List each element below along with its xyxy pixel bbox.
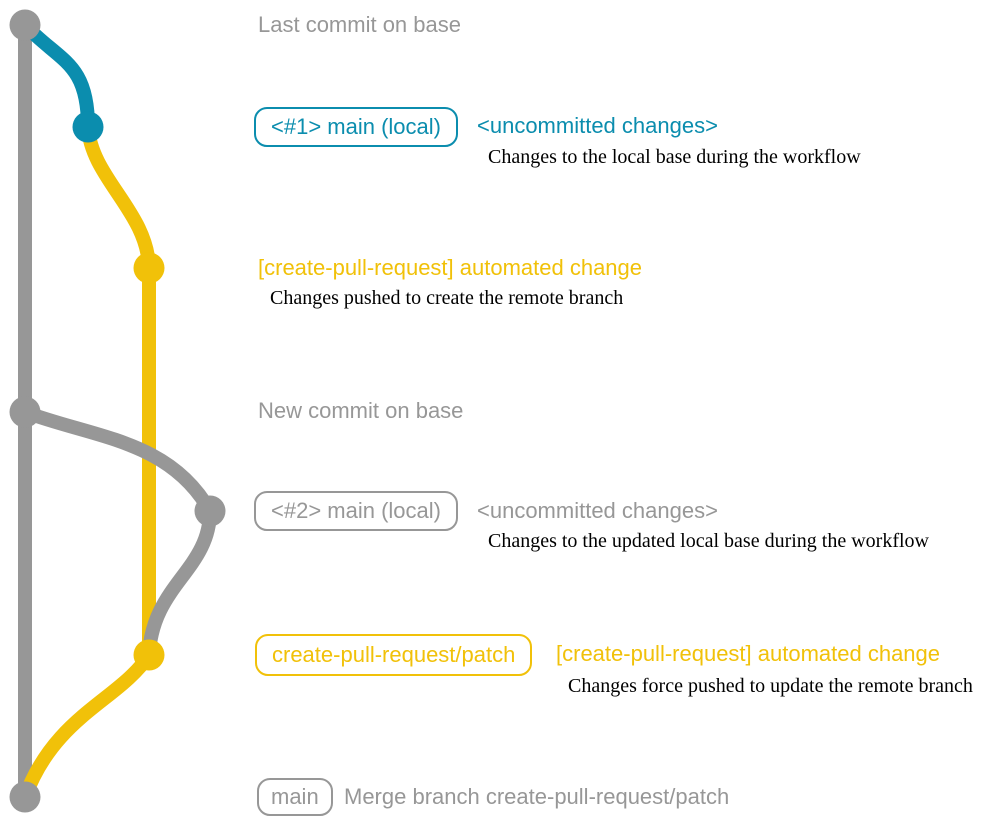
commit-message-automated-2: [create-pull-request] automated change (556, 640, 941, 666)
commit-dot-base-2 (9, 396, 41, 428)
note-force-pushed: Changes force pushed to update the remot… (568, 675, 973, 697)
commit-message-merge: Merge branch create-pull-request/patch (344, 783, 730, 809)
branch-label-patch-text: create-pull-request/patch (272, 642, 516, 667)
branch-label-main-text: main (271, 784, 319, 809)
rebase-curve (142, 510, 217, 656)
commit-message-new-base: New commit on base (258, 397, 464, 423)
note-local-base: Changes to the local base during the wor… (488, 146, 861, 168)
note-updated-base: Changes to the updated local base during… (488, 530, 929, 552)
base-update-curve (22, 405, 217, 515)
branch-label-main-local-1-text: <#1> main (local) (271, 114, 441, 139)
commit-dot-patch-2 (133, 639, 165, 671)
note-pushed-create: Changes pushed to create the remote bran… (270, 287, 624, 309)
commit-dot-merge (9, 781, 41, 813)
commit-dot-local-1 (72, 111, 104, 143)
commit-message-uncommitted-1: <uncommitted changes> (477, 112, 718, 138)
commit-message-uncommitted-2: <uncommitted changes> (477, 497, 718, 523)
branch-label-main-local-2-text: <#2> main (local) (271, 498, 441, 523)
commit-message-last-base: Last commit on base (258, 11, 461, 37)
local-branch-curve (19, 20, 95, 128)
commit-dot-patch-1 (133, 252, 165, 284)
commit-message-automated-1: [create-pull-request] automated change (258, 254, 643, 280)
branch-label-main-local-2: <#2> main (local) (254, 491, 458, 531)
patch-branch-curve (81, 126, 156, 269)
merge-curve (18, 651, 155, 800)
commit-dot-base-1 (9, 9, 41, 41)
branch-label-patch: create-pull-request/patch (255, 634, 533, 676)
commit-dot-local-2 (194, 495, 226, 527)
branch-label-main: main (257, 778, 333, 816)
branch-label-main-local-1: <#1> main (local) (254, 107, 458, 147)
